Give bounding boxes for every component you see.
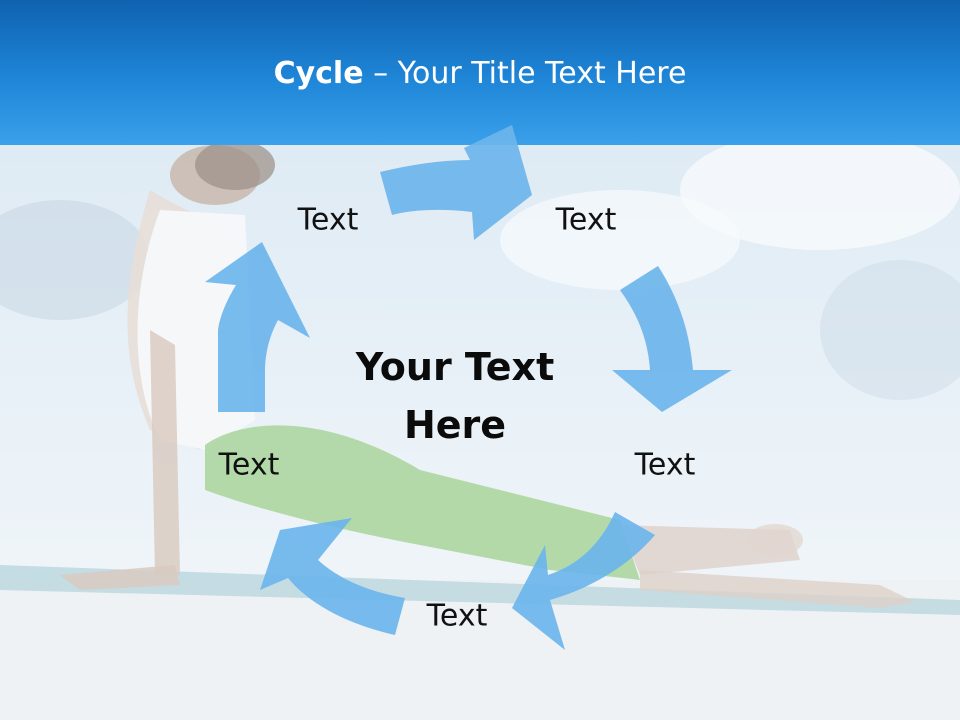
title-bar xyxy=(0,0,960,145)
cycle-label-5: Text xyxy=(218,447,280,483)
cycle-arrow-4 xyxy=(260,518,405,635)
center-text-line-1: Your Text xyxy=(355,345,555,389)
cycle-label-4: Text xyxy=(426,598,488,634)
center-text: Your Text Here xyxy=(325,338,585,454)
cycle-label-2: Text xyxy=(555,202,617,238)
cycle-arrow-2 xyxy=(612,266,732,412)
slide-title: Cycle – Your Title Text Here xyxy=(0,56,960,91)
cycle-arrow-1 xyxy=(380,125,532,240)
cycle-label-3: Text xyxy=(634,447,696,483)
cycle-arrow-3 xyxy=(512,512,655,650)
title-bold: Cycle xyxy=(273,56,364,91)
cycle-label-1: Text xyxy=(297,202,359,238)
center-text-line-2: Here xyxy=(403,403,507,447)
title-rest: – Your Title Text Here xyxy=(363,56,687,91)
cycle-arrow-5 xyxy=(205,242,310,412)
